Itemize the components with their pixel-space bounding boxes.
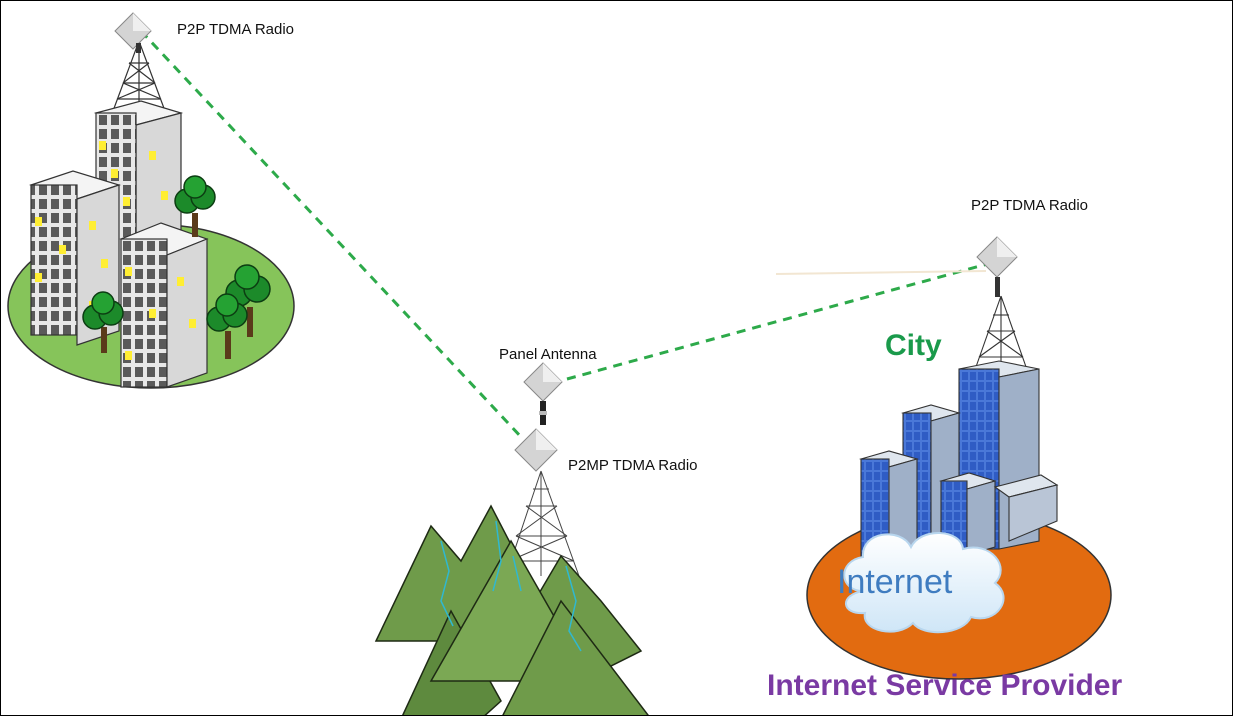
right-tower [970, 295, 1032, 382]
mountains [374, 504, 649, 715]
left-tower [112, 40, 166, 112]
panel-antenna-icon [523, 362, 563, 425]
internet-cloud-icon [843, 532, 1005, 634]
residential-area [7, 12, 295, 389]
panel-antenna-label: Panel Antenna [499, 346, 597, 363]
left-building-front [119, 222, 209, 388]
left-p2p-radio-label: P2P TDMA Radio [177, 21, 295, 38]
isp-label: Internet Service Provider [767, 669, 1123, 702]
link-left-radio-to-p2mp [139, 29, 525, 441]
city-buildings [858, 360, 1059, 570]
city-site [806, 236, 1112, 680]
internet-label: Internet [837, 563, 953, 601]
city-label: City [885, 329, 942, 362]
left-trees [82, 175, 271, 359]
left-p2p-radio-icon [114, 12, 152, 53]
right-p2p-radio-label: P2P TDMA Radio [971, 197, 1089, 214]
p2mp-radio-icon [514, 428, 558, 472]
p2mp-radio-label: P2MP TDMA Radio [568, 457, 698, 474]
mountain-site [374, 362, 649, 715]
mountain-rivers [440, 520, 582, 652]
link-faint-trail [775, 270, 987, 275]
wireless-links [139, 29, 992, 441]
right-p2p-radio-icon [976, 236, 1018, 297]
